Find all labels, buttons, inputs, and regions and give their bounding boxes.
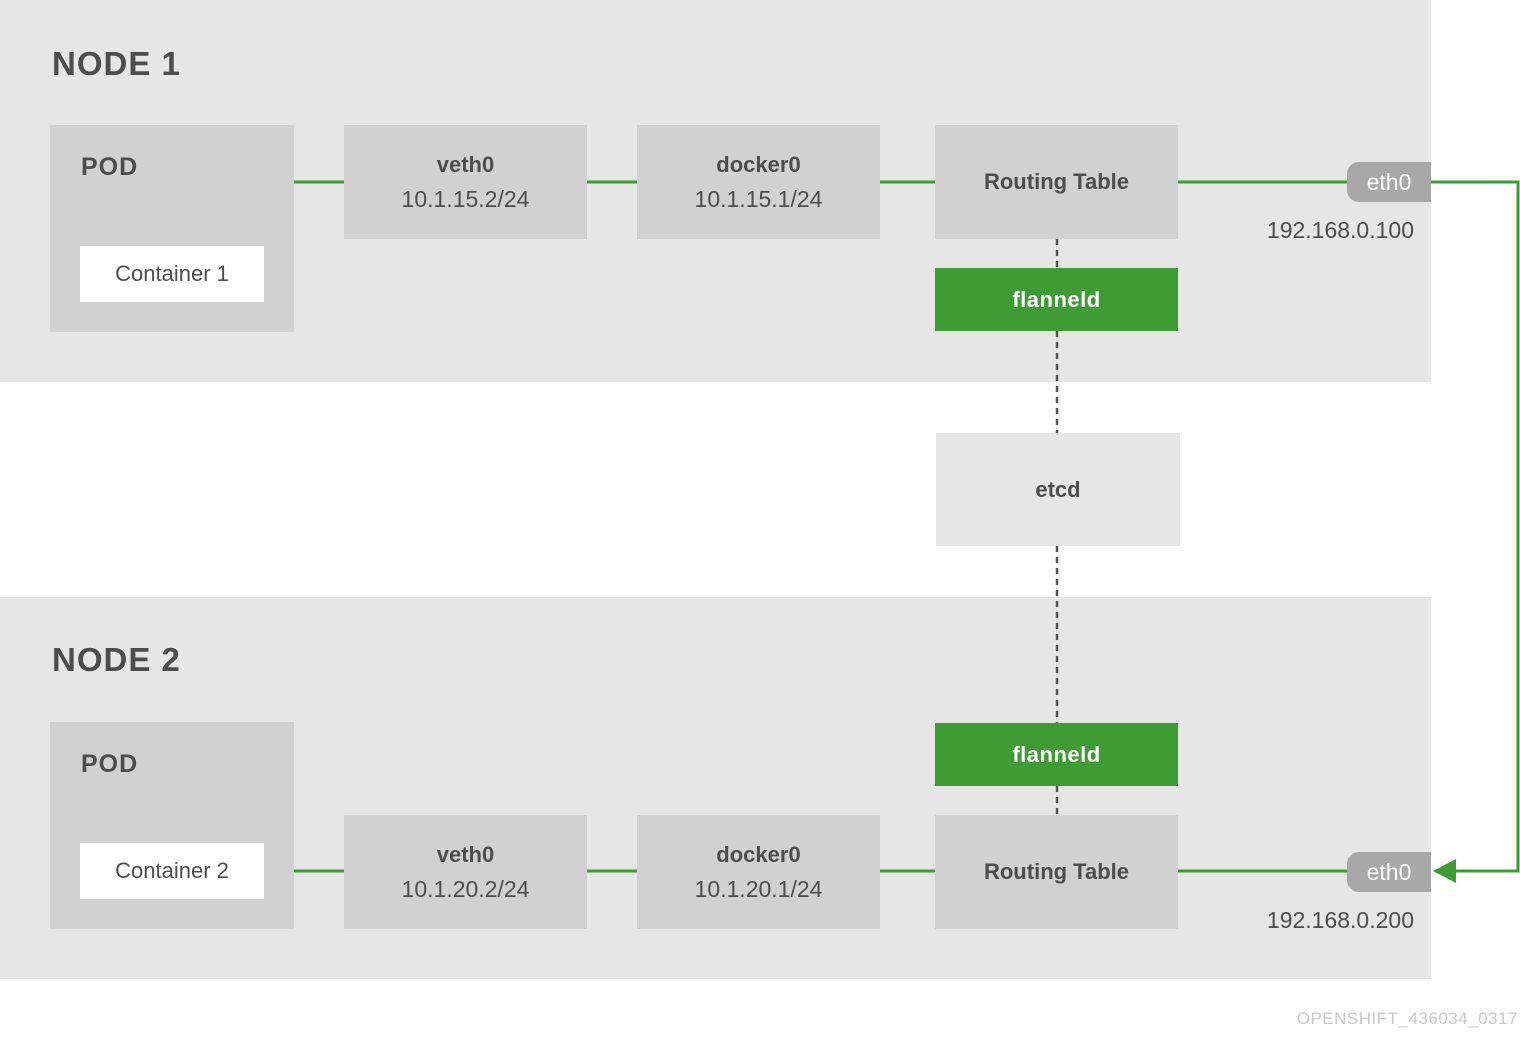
- eth-link-arrowhead: [1433, 859, 1456, 883]
- node2-routing-table: Routing Table: [935, 815, 1178, 929]
- node1-title: NODE 1: [52, 45, 181, 82]
- node1-docker-label: docker0: [716, 151, 801, 177]
- node1-docker-box: docker0 10.1.15.1/24: [637, 125, 880, 239]
- node1-flanneld: flanneld: [935, 268, 1178, 331]
- node1-veth-ip: 10.1.15.2/24: [401, 185, 530, 212]
- node1-eth-ip: 192.168.0.100: [1266, 217, 1414, 243]
- node2-routing-label: Routing Table: [983, 859, 1130, 884]
- node1-routing-table: Routing Table: [935, 125, 1178, 239]
- node2-pod: POD Container 2: [50, 722, 294, 929]
- node1-container: Container 1: [80, 246, 264, 302]
- node2-veth-ip: 10.1.20.2/24: [401, 875, 530, 902]
- etcd-box: etcd: [936, 433, 1180, 546]
- node2-flanneld: flanneld: [935, 723, 1178, 786]
- node2-eth-ip: 192.168.0.200: [1266, 907, 1414, 933]
- node1-eth0: eth0: [1347, 162, 1431, 202]
- node2-eth0: eth0: [1347, 852, 1431, 892]
- node1-pod: POD Container 1: [50, 125, 294, 332]
- node2-docker-ip: 10.1.20.1/24: [694, 875, 823, 902]
- eth-to-eth-link: [1431, 180, 1520, 873]
- node2-docker-label: docker0: [716, 841, 801, 867]
- node1-routing-label: Routing Table: [983, 169, 1130, 194]
- node2-container: Container 2: [80, 843, 264, 899]
- node2-docker-box: docker0 10.1.20.1/24: [637, 815, 880, 929]
- node2-veth-box: veth0 10.1.20.2/24: [344, 815, 587, 929]
- node1-veth-label: veth0: [436, 151, 495, 177]
- node1-pod-label: POD: [81, 153, 139, 181]
- node1-veth-box: veth0 10.1.15.2/24: [344, 125, 587, 239]
- node2-title: NODE 2: [52, 641, 181, 678]
- node2-veth-label: veth0: [436, 841, 495, 867]
- node1-docker-ip: 10.1.15.1/24: [694, 185, 823, 212]
- watermark-label: OPENSHIFT_436034_0317: [1296, 1009, 1518, 1028]
- node2-pod-label: POD: [81, 750, 139, 778]
